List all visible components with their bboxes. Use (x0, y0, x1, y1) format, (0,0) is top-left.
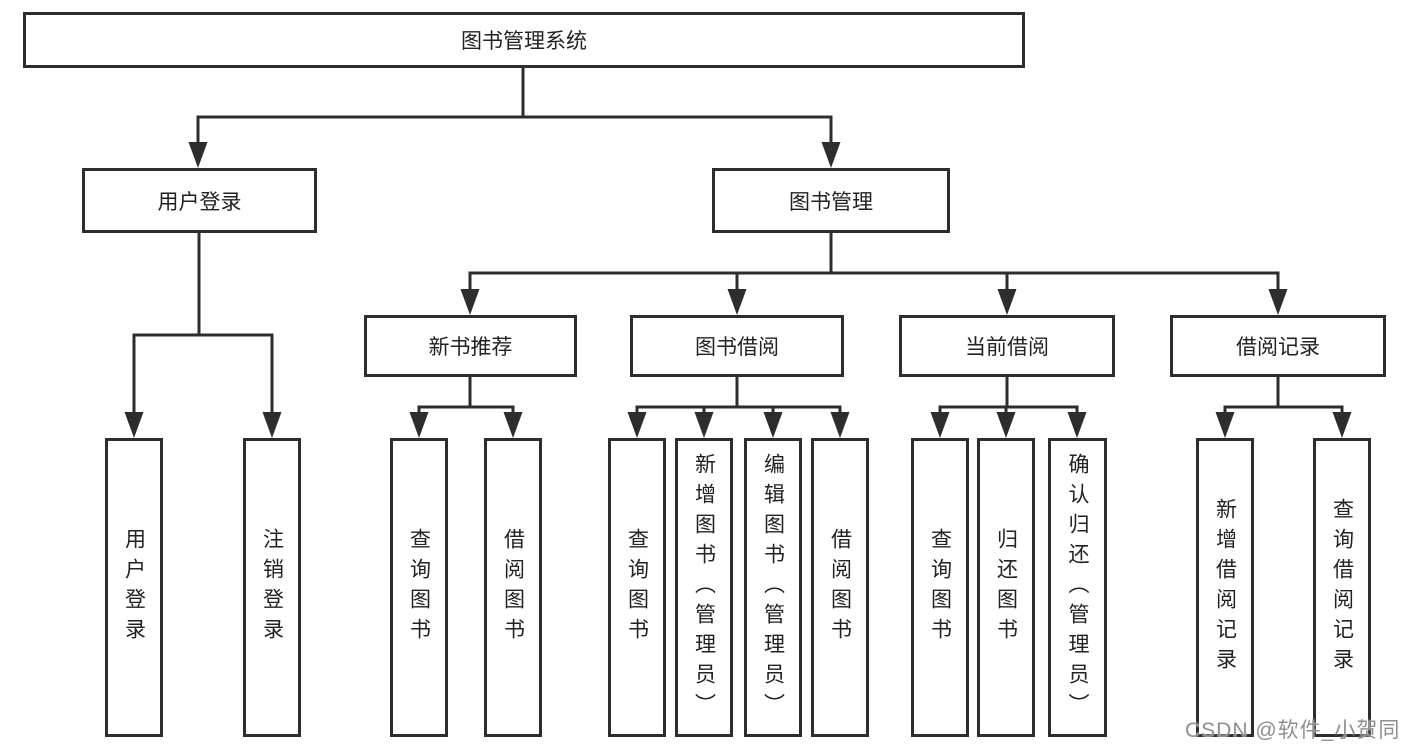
leaf-user-login: 用户登录 (105, 438, 163, 737)
connector-root-to-level2 (196, 66, 833, 148)
csdn-watermark: CSDN @软件_小贺同学 (1185, 719, 1401, 742)
node-new-book-recommend-label: 新书推荐 (428, 336, 513, 359)
connector-current-borrow-children (938, 375, 1079, 417)
arrow-down-icon (1215, 412, 1235, 438)
leaf-confirm-return-admin: 确认归还（管理员） (1048, 438, 1107, 737)
arrow-down-icon (821, 142, 841, 168)
leaf-newbook-borrow-books-label: 借阅图书 (501, 527, 525, 648)
connector-book-mgmt-children (468, 231, 1280, 294)
leaf-logout-label: 注销登录 (260, 527, 284, 648)
leaf-add-borrow-record: 新增借阅记录 (1196, 438, 1254, 737)
arrow-down-icon (503, 412, 523, 438)
node-book-borrow-label: 图书借阅 (695, 336, 779, 359)
arrow-down-icon (188, 142, 208, 168)
leaf-add-books-admin: 新增图书（管理员） (675, 438, 733, 737)
leaf-add-books-admin-label: 新增图书（管理员） (692, 452, 716, 723)
node-current-borrow-label: 当前借阅 (965, 336, 1049, 359)
leaf-newbook-query-books: 查询图书 (390, 438, 448, 737)
leaf-edit-books-admin: 编辑图书（管理员） (744, 438, 802, 737)
leaf-borrow-query-books: 查询图书 (608, 438, 666, 737)
arrow-down-icon (262, 412, 282, 438)
leaf-newbook-query-books-label: 查询图书 (407, 527, 431, 648)
node-user-login-label: 用户登录 (157, 190, 242, 214)
node-book-management-label: 图书管理 (789, 190, 873, 214)
arrow-down-icon (1067, 412, 1087, 438)
arrowheads (124, 142, 1352, 438)
connector-borrow-records-children (1223, 375, 1344, 417)
arrow-down-icon (627, 412, 647, 438)
connector-new-book-children (417, 375, 515, 417)
leaf-add-borrow-record-label: 新增借阅记录 (1213, 497, 1237, 678)
leaf-borrow-books: 借阅图书 (811, 438, 869, 737)
leaf-current-query-books: 查询图书 (911, 438, 969, 737)
arrow-down-icon (830, 412, 850, 438)
leaf-user-login-label: 用户登录 (122, 527, 146, 648)
node-new-book-recommend: 新书推荐 (364, 315, 577, 377)
leaf-newbook-borrow-books: 借阅图书 (484, 438, 542, 737)
node-root-system: 图书管理系统 (23, 12, 1025, 68)
node-current-borrow: 当前借阅 (899, 315, 1115, 377)
node-root-label: 图书管理系统 (461, 30, 587, 53)
arrow-down-icon (763, 412, 783, 438)
arrow-down-icon (1332, 412, 1352, 438)
leaf-logout: 注销登录 (243, 438, 301, 737)
node-book-management: 图书管理 (712, 168, 950, 233)
arrow-down-icon (460, 289, 480, 315)
leaf-edit-books-admin-label: 编辑图书（管理员） (761, 452, 785, 723)
leaf-query-borrow-record-label: 查询借阅记录 (1330, 497, 1354, 678)
leaf-return-books-label: 归还图书 (994, 527, 1018, 648)
arrow-down-icon (930, 412, 950, 438)
leaf-return-books: 归还图书 (977, 438, 1035, 737)
arrow-down-icon (409, 412, 429, 438)
leaf-query-borrow-record: 查询借阅记录 (1313, 438, 1371, 737)
node-user-login: 用户登录 (82, 168, 317, 233)
arrow-down-icon (727, 289, 747, 315)
leaf-current-query-books-label: 查询图书 (928, 527, 952, 648)
leaf-borrow-query-books-label: 查询图书 (625, 527, 649, 648)
leaf-confirm-return-admin-label: 确认归还（管理员） (1066, 452, 1089, 723)
arrow-down-icon (997, 289, 1017, 315)
node-borrow-records: 借阅记录 (1170, 315, 1386, 377)
arrow-down-icon (124, 412, 144, 438)
leaf-borrow-books-label: 借阅图书 (828, 527, 852, 648)
arrow-down-icon (1268, 289, 1288, 315)
node-borrow-records-label: 借阅记录 (1236, 336, 1320, 359)
connector-book-borrow-children (635, 375, 842, 417)
arrow-down-icon (694, 412, 714, 438)
connector-user-login-children (132, 231, 274, 418)
arrow-down-icon (996, 412, 1016, 438)
node-book-borrow: 图书借阅 (630, 315, 844, 377)
